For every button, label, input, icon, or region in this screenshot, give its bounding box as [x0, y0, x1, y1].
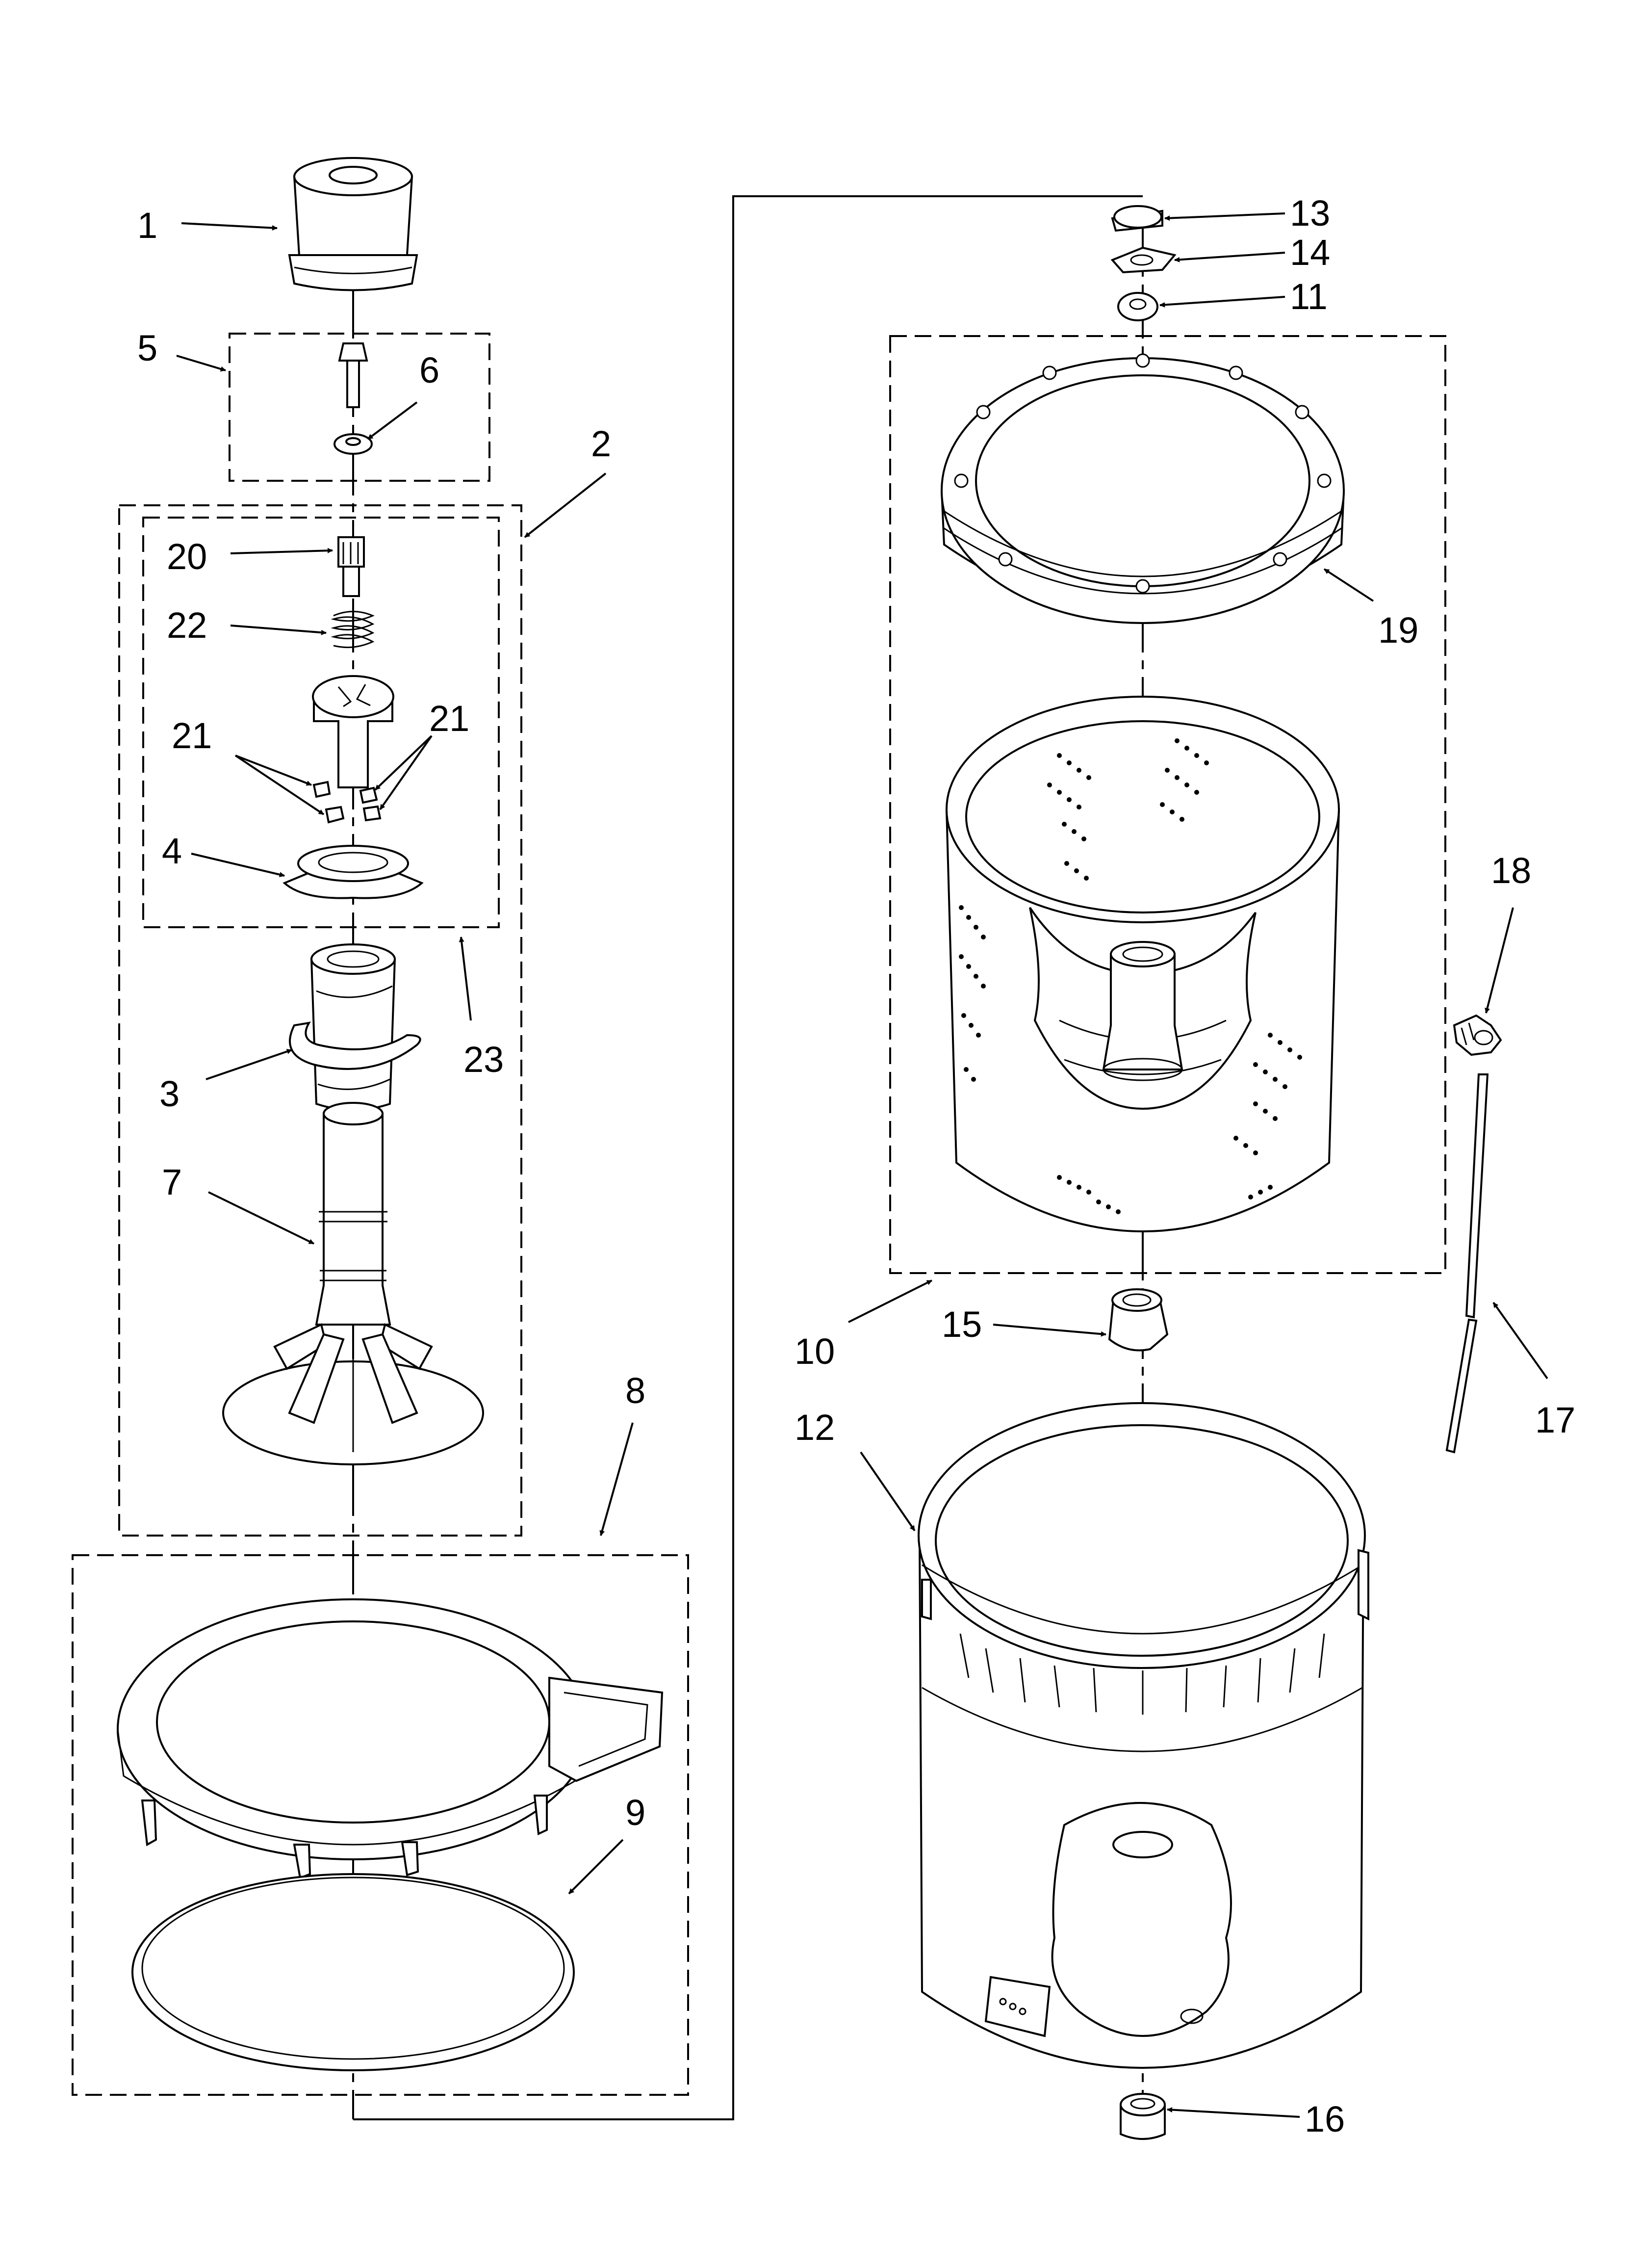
leader-21a-2: [234, 755, 325, 815]
callout-13: 13: [1290, 193, 1330, 234]
part-3-auger: [289, 943, 421, 1111]
part-16: [1120, 2093, 1166, 2140]
leader-21a-1: [235, 755, 312, 786]
leader-16: [1167, 2107, 1300, 2118]
callout-22: 22: [167, 605, 207, 646]
part-agitator-cap: [288, 157, 418, 291]
part-washer: [334, 433, 373, 455]
leader-21b-2: [379, 735, 433, 810]
leader-19: [1323, 568, 1374, 602]
callout-16: 16: [1305, 2099, 1345, 2139]
leader-9: [568, 1839, 624, 1895]
callout-1: 1: [137, 205, 157, 246]
group-box-5: [229, 333, 490, 482]
part-19-balance-ring: [941, 353, 1345, 624]
part-bolt: [338, 342, 368, 408]
part-9-seal-ring: [131, 1873, 575, 2071]
callout-23: 23: [463, 1039, 504, 1080]
callout-5: 5: [137, 328, 157, 368]
callout-17: 17: [1535, 1400, 1575, 1440]
leader-13: [1164, 212, 1285, 221]
callout-18: 18: [1491, 850, 1531, 891]
leader-3: [205, 1049, 292, 1080]
leader-15: [993, 1324, 1106, 1337]
callout-12: 12: [795, 1407, 835, 1448]
part-basket: [945, 696, 1340, 1232]
part-8-tub-ring: [117, 1598, 664, 1879]
callout-10: 10: [795, 1331, 835, 1372]
leader-7: [208, 1191, 314, 1245]
callout-15: 15: [942, 1304, 982, 1345]
leader-23: [459, 937, 472, 1021]
part-17-hose: [1445, 1073, 1489, 1454]
group-box-8: [72, 1554, 689, 2096]
callout-2: 2: [591, 423, 611, 464]
group-box-2: [118, 504, 522, 1537]
callout-7: 7: [162, 1162, 182, 1202]
leader-22: [230, 625, 327, 635]
callout-14: 14: [1290, 232, 1330, 273]
part-spring: [331, 611, 375, 649]
part-14: [1110, 246, 1177, 274]
part-12-outer-tub: [918, 1402, 1369, 2069]
callout-3: 3: [159, 1073, 180, 1114]
callout-4: 4: [162, 831, 182, 871]
part-15: [1108, 1288, 1169, 1352]
part-7-drive-base: [222, 1102, 484, 1465]
part-agitator-cam: [312, 675, 394, 788]
leader-8: [599, 1422, 634, 1536]
group-box-23: [142, 517, 500, 928]
callout-21-right: 21: [429, 698, 469, 739]
leader-14: [1174, 252, 1285, 262]
leader-5: [176, 355, 226, 372]
leader-12: [860, 1451, 916, 1532]
basket-perforations: [959, 738, 1302, 1214]
leader-2: [524, 472, 607, 538]
part-11-nut: [1117, 292, 1158, 321]
callout-19: 19: [1378, 610, 1418, 651]
leader-18: [1485, 907, 1514, 1014]
leader-21b-1: [374, 735, 433, 791]
part-4-cam-base: [282, 845, 424, 899]
group-box-10: [889, 335, 1446, 1274]
callout-20: 20: [167, 536, 207, 577]
assembly-connector-line: [353, 195, 1143, 2120]
leader-11: [1159, 296, 1285, 308]
callout-21-left: 21: [172, 715, 212, 756]
callout-11: 11: [1290, 276, 1328, 317]
part-13: [1111, 205, 1163, 232]
part-20: [337, 536, 365, 597]
leader-20: [230, 547, 333, 554]
callout-8: 8: [625, 1370, 645, 1411]
leader-10: [848, 1279, 932, 1323]
leader-17: [1492, 1302, 1548, 1380]
callout-6: 6: [419, 350, 439, 391]
part-18: [1453, 1014, 1502, 1056]
leader-4: [191, 853, 285, 878]
callout-9: 9: [625, 1792, 645, 1833]
leader-6: [367, 401, 418, 440]
leader-1: [181, 222, 278, 231]
part-21-dogs: [312, 781, 382, 824]
